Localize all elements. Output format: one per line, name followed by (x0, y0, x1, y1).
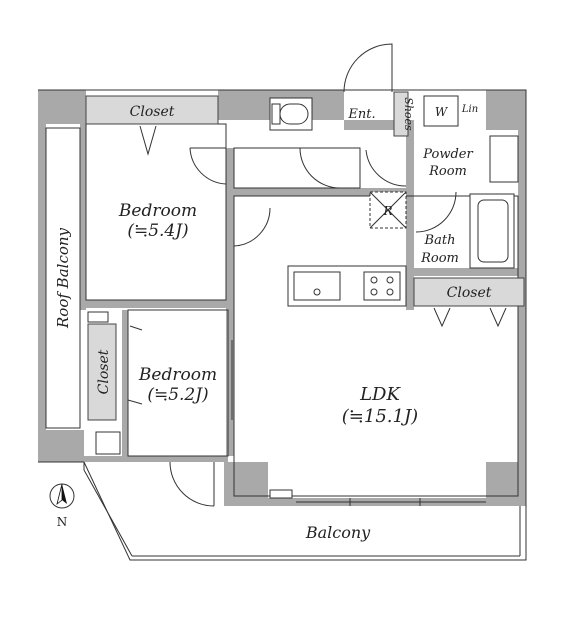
roof-balcony-label: Roof Balcony (54, 227, 72, 329)
powder-room-label-2: Room (428, 164, 467, 179)
sill (269, 489, 293, 499)
ldk-name: LDK (359, 384, 401, 405)
refrigerator-label: R (382, 204, 392, 218)
washer-label: W (435, 105, 449, 119)
shoes-label: Shoes (402, 97, 415, 131)
closet-left (87, 323, 117, 421)
linen-label: Lin (461, 104, 478, 115)
bathtub-icon (469, 193, 515, 269)
walls (38, 90, 526, 506)
bedroom1-size: (≒5.4J) (127, 221, 188, 241)
kitchen-counter (287, 265, 407, 307)
shelf (87, 311, 109, 323)
ldk-size: (≒15.1J) (342, 406, 418, 427)
refrigerator-icon (369, 191, 407, 229)
powder-room-label-1: Powder (422, 147, 473, 162)
sink-icon (489, 135, 519, 183)
bath-room-label-1: Bath (424, 233, 456, 248)
outlines (38, 89, 527, 561)
closet-top (85, 95, 219, 125)
storage-box (95, 431, 121, 455)
closet-right-label: Closet (447, 285, 492, 301)
toilet-icon (269, 97, 313, 131)
washer-area (423, 95, 459, 127)
balcony-label: Balcony (305, 523, 371, 542)
bedroom2-name: Bedroom (138, 365, 217, 385)
entrance-door (343, 43, 393, 93)
north-arrow-icon (49, 483, 75, 509)
closet-doors (127, 125, 507, 405)
shoes-closet (393, 91, 409, 137)
closet-right (413, 277, 525, 307)
bedroom2-size: (≒5.2J) (147, 385, 208, 405)
entrance-label: Ent. (347, 107, 375, 122)
balcony-windows (296, 498, 486, 506)
bedroom1-name: Bedroom (118, 201, 197, 221)
closet-left-label: Closet (96, 349, 112, 394)
interior-doors (169, 147, 457, 507)
closet-top-label: Closet (130, 104, 175, 120)
bath-room-label-2: Room (420, 251, 459, 266)
north-label: N (57, 515, 68, 529)
